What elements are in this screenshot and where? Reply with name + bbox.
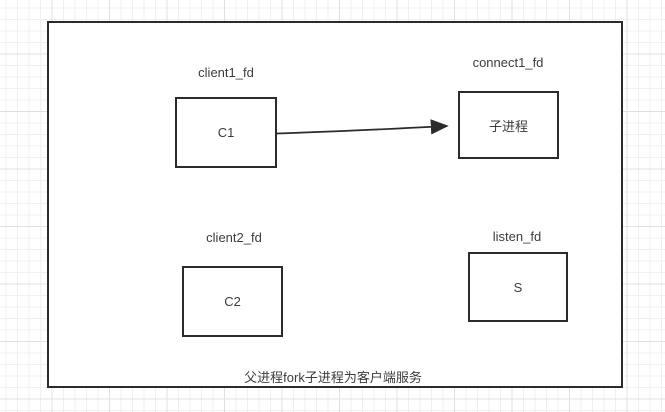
node-c1-label: C1 bbox=[217, 125, 235, 140]
node-tag-listen-fd: listen_fd bbox=[492, 229, 542, 244]
diagram-frame[interactable] bbox=[47, 21, 623, 388]
node-c1[interactable]: C1 bbox=[175, 97, 277, 168]
node-tag-client1-fd: client1_fd bbox=[198, 65, 254, 80]
node-child-process-label: 子进程 bbox=[488, 118, 528, 134]
node-s-label: S bbox=[513, 279, 523, 295]
node-tag-client2-fd: client2_fd bbox=[206, 230, 262, 245]
node-c2[interactable]: C2 bbox=[182, 266, 283, 337]
node-child-process[interactable]: 子进程 bbox=[458, 91, 559, 159]
node-c2-label: C2 bbox=[224, 294, 241, 309]
arrow-c1-to-child-process[interactable] bbox=[276, 119, 449, 135]
node-s[interactable]: S bbox=[468, 252, 568, 322]
node-tag-connect1-fd: connect1_fd bbox=[472, 55, 544, 70]
diagram-caption: 父进程fork子进程为客户端服务 bbox=[244, 370, 422, 385]
